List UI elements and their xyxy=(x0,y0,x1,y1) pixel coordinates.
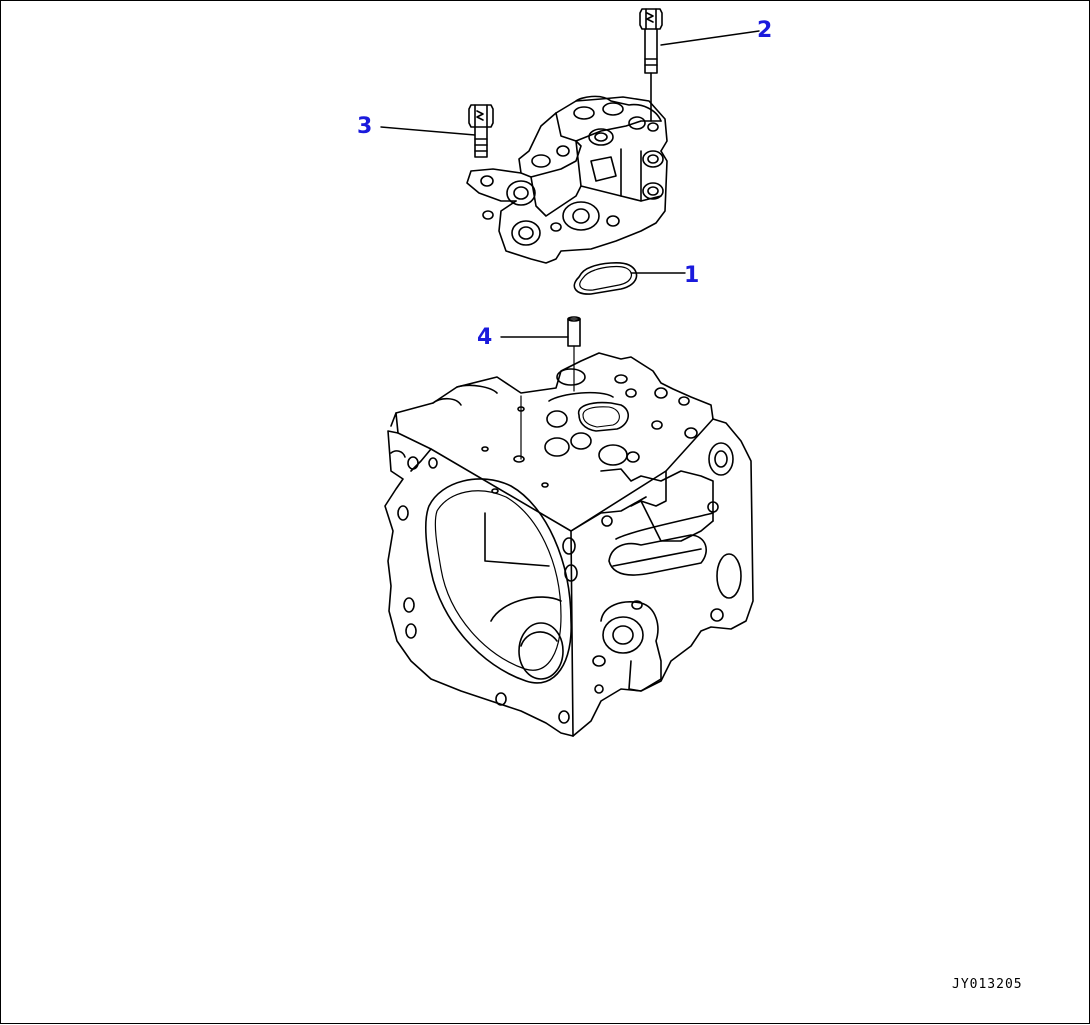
callout-2: 2 xyxy=(757,18,773,43)
pump-case xyxy=(384,352,754,737)
leader-lines xyxy=(380,30,760,338)
leader-2 xyxy=(660,30,760,46)
callout-1: 1 xyxy=(684,263,700,288)
bolt-2 xyxy=(639,8,663,122)
callout-3: 3 xyxy=(357,114,373,139)
bolt-3 xyxy=(468,104,494,158)
pin-4 xyxy=(567,316,581,392)
leader-3 xyxy=(380,126,476,136)
valve-block xyxy=(466,95,668,264)
drawing-id: JY013205 xyxy=(952,977,1023,992)
o-ring-1 xyxy=(573,262,638,295)
callout-4: 4 xyxy=(477,325,493,350)
